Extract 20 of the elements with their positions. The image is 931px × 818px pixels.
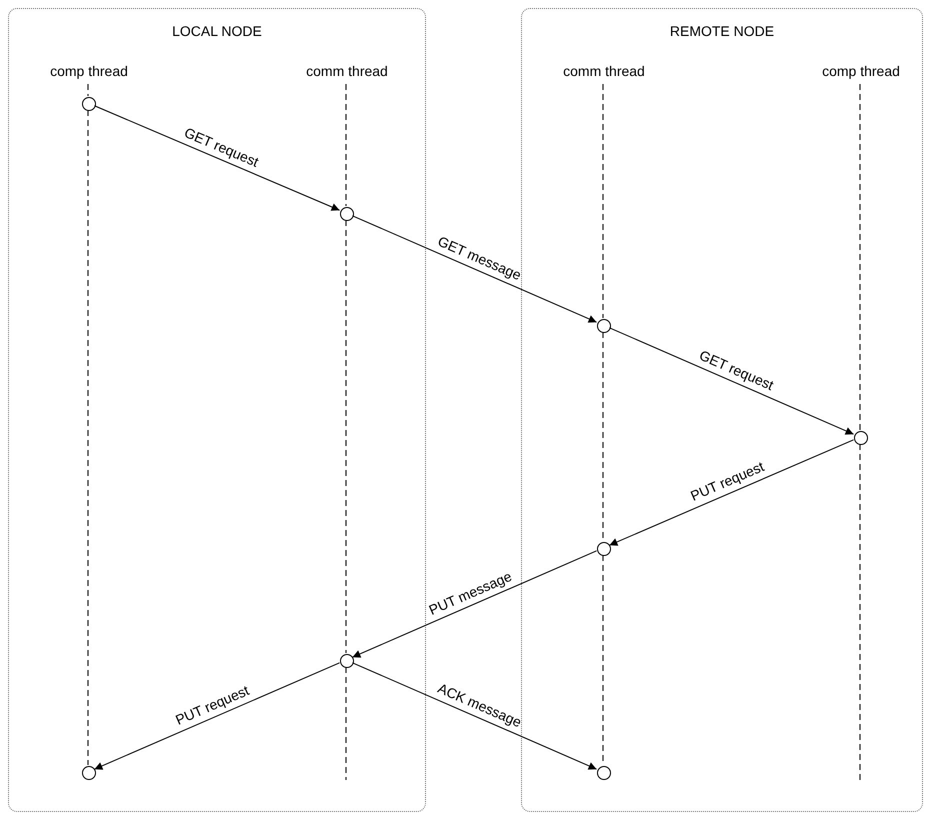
- group-title: LOCAL NODE: [171, 23, 263, 39]
- event-circle: [597, 766, 611, 780]
- event-circle: [340, 654, 354, 668]
- event-circle: [597, 319, 611, 333]
- event-circle: [854, 431, 868, 445]
- arrow: [352, 662, 598, 770]
- arrow: [608, 439, 854, 546]
- arrow: [352, 215, 598, 323]
- group-title: REMOTE NODE: [668, 23, 776, 39]
- event-circle: [340, 207, 354, 221]
- lifeline: [602, 84, 604, 318]
- event-circle: [597, 542, 611, 556]
- event-circle: [82, 97, 96, 111]
- arrow: [352, 550, 598, 658]
- node-group-frame: [521, 8, 923, 812]
- arrow: [94, 662, 340, 770]
- arrow: [608, 327, 854, 435]
- event-circle: [82, 766, 96, 780]
- arrow: [94, 105, 340, 211]
- node-group-frame: [8, 8, 426, 812]
